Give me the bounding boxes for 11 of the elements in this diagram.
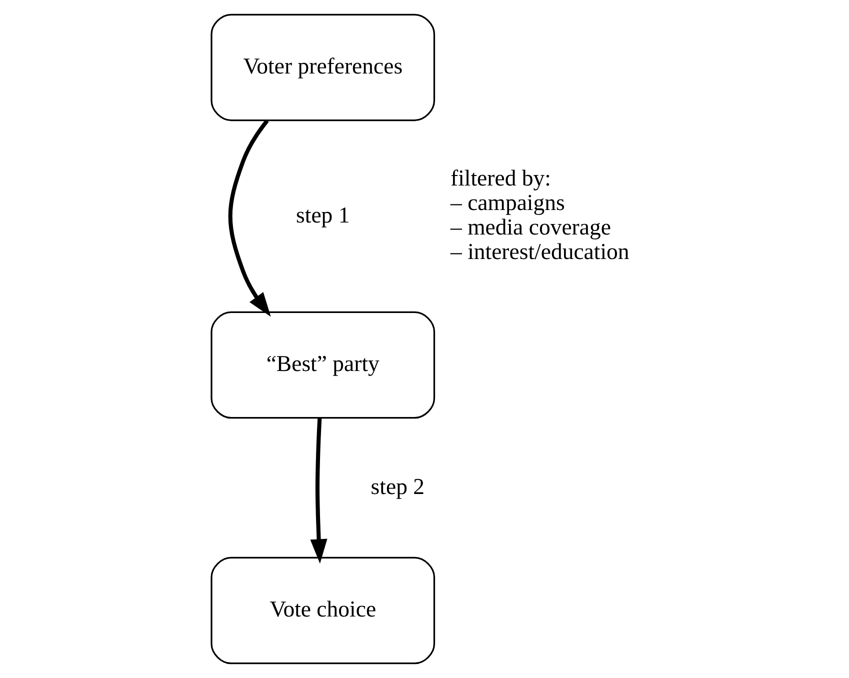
label: – media coverage bbox=[450, 214, 611, 240]
label: step 1 bbox=[296, 202, 350, 228]
node-box: “Best” party bbox=[210, 311, 436, 419]
label: filtered by: bbox=[450, 166, 551, 191]
node-box: Voter preferences bbox=[210, 14, 436, 122]
arrow bbox=[228, 119, 271, 317]
arrow bbox=[310, 418, 328, 564]
node-box: Vote choice bbox=[210, 556, 436, 664]
label: – campaigns bbox=[450, 190, 565, 216]
label: – interest/education bbox=[450, 238, 630, 264]
label: step 2 bbox=[370, 474, 425, 499]
